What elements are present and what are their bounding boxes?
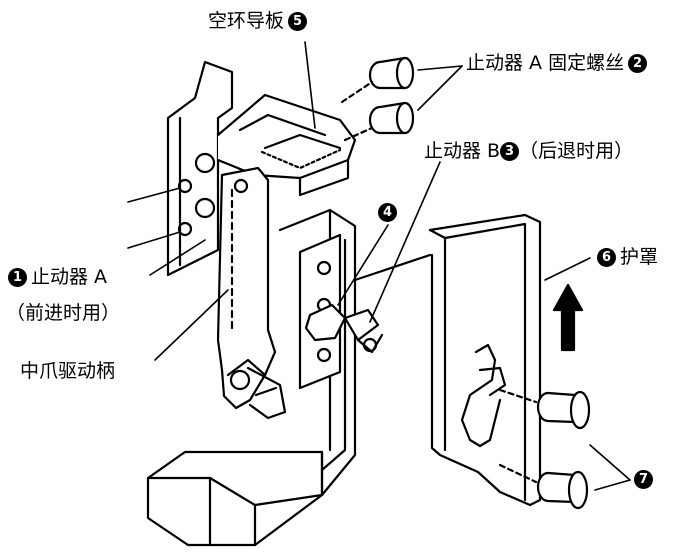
stopper-a-screw-label: 止动器 A 固定螺丝 2 (466, 52, 648, 74)
guard-label: 6 护罩 (597, 246, 658, 268)
claw-lever-drawing (216, 166, 287, 420)
stopper-a-note-label: （前进时用） (6, 302, 120, 324)
number-3-badge: 3 (500, 141, 520, 161)
number-4-badge: 4 (378, 203, 397, 222)
claw-lever-text: 中爪驱动柄 (20, 360, 116, 382)
stopper-a-label: 1 止动器 A (8, 266, 107, 288)
stopper-a-screw-text: 止动器 A 固定螺丝 (466, 52, 625, 74)
left-plate (166, 60, 245, 277)
guard-screws-drawing (498, 388, 591, 510)
stopper-b-text: 止动器 B (424, 140, 501, 162)
stopper-a-screws-drawing (340, 56, 415, 142)
screw-4-label: 4 (378, 203, 397, 222)
stopper-a-text: 止动器 A (31, 266, 108, 288)
guard-drawing (353, 213, 542, 507)
claw-lever-label: 中爪驱动柄 (20, 360, 115, 382)
center-block (298, 233, 384, 390)
stopper-b-label: 止动器 B 3 （后退时用） (424, 140, 633, 162)
stopper-b-note: （后退时用） (519, 140, 634, 162)
number-5-badge: 5 (288, 11, 308, 31)
guide-plate-label: 空环导板 5 (208, 10, 308, 32)
number-7-badge: 7 (634, 470, 653, 489)
leader-lines (127, 41, 631, 491)
base-bracket (146, 208, 357, 547)
screw-7-label: 7 (634, 470, 653, 489)
number-1-badge: 1 (8, 267, 27, 287)
lift-arrow (552, 283, 584, 352)
number-6-badge: 6 (597, 247, 616, 267)
guide-plate-text: 空环导板 (208, 10, 285, 32)
stopper-a-note-text: （前进时用） (6, 302, 121, 324)
guide-plate-drawing (216, 93, 357, 197)
guard-text: 护罩 (620, 246, 659, 268)
number-2-badge: 2 (628, 53, 648, 73)
